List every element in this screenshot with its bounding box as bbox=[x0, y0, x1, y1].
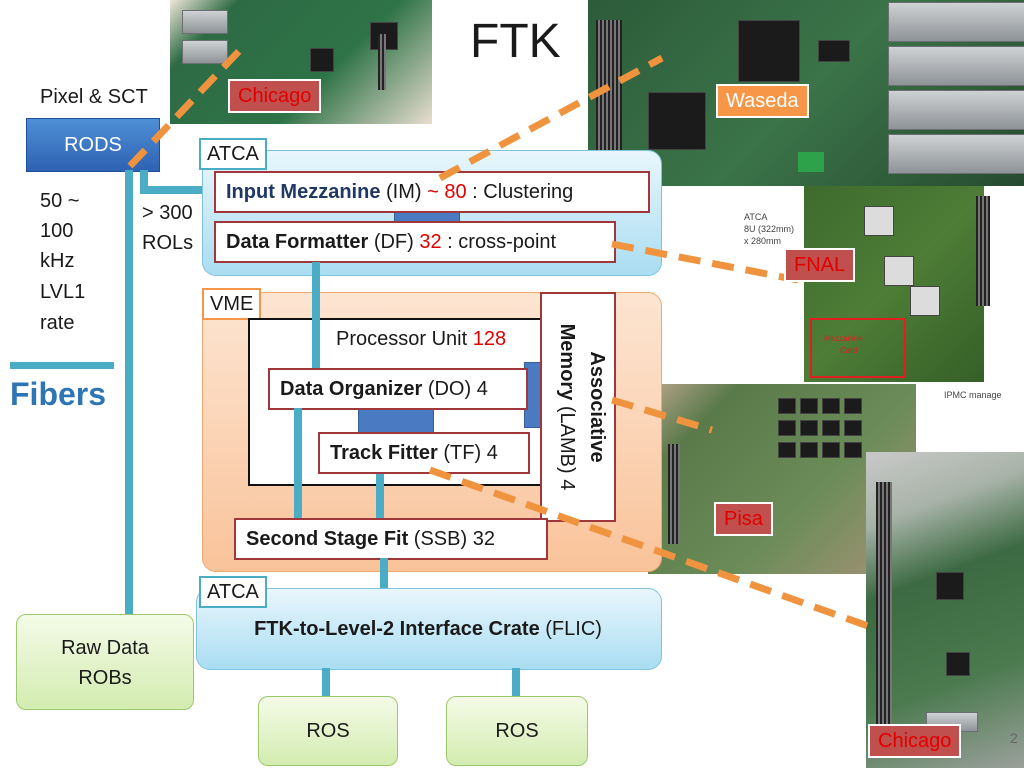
raw-data-line-2: ROBs bbox=[78, 667, 132, 689]
fiber-df-to-do bbox=[312, 262, 320, 368]
page-number: 2 bbox=[1010, 730, 1018, 746]
pixel-sct-label: Pixel & SCT bbox=[40, 86, 148, 108]
flic-name: FTK-to-Level-2 Interface Crate bbox=[254, 618, 540, 640]
leader-am-to-pisa bbox=[610, 396, 714, 434]
ssb-name: Second Stage Fit bbox=[246, 528, 409, 550]
waseda-board-photo bbox=[588, 0, 1024, 186]
ssb-abbr: (SSB) 32 bbox=[408, 528, 495, 550]
chicago-flic-board-photo bbox=[866, 452, 1024, 768]
im-abbr: (IM) bbox=[380, 181, 428, 203]
raw-data-robs-box: Raw Data ROBs bbox=[16, 614, 194, 710]
vme-tag: VME bbox=[202, 288, 262, 320]
fnal-atca-label: ATCA bbox=[744, 212, 768, 222]
tag-fnal: FNAL bbox=[784, 248, 856, 282]
leader-tf-to-chicago bbox=[428, 466, 870, 630]
tf-name: Track Fitter bbox=[330, 442, 438, 464]
atca-bottom-tag: ATCA bbox=[199, 576, 267, 608]
fnal-board-photo: Mezzanine Card ATCA 8U (322mm) x 280mm I… bbox=[714, 186, 1024, 410]
fnal-mezz-label-1: Mezzanine bbox=[824, 334, 863, 343]
im-desc: : Clustering bbox=[466, 181, 574, 203]
ros-right-box: ROS bbox=[446, 696, 588, 766]
fnal-size-label-2: x 280mm bbox=[744, 236, 782, 246]
do-abbr: (DO) 4 bbox=[422, 378, 488, 400]
tag-waseda: Waseda bbox=[716, 84, 809, 118]
data-formatter-box: Data Formatter (DF) 32 : cross-point bbox=[214, 221, 616, 263]
rods-label: RODS bbox=[64, 134, 122, 156]
ros-left-label: ROS bbox=[306, 720, 350, 742]
df-desc: : cross-point bbox=[441, 231, 557, 253]
fiber-tf-to-ssb bbox=[376, 474, 384, 518]
leader-rods-to-chicago bbox=[127, 47, 243, 169]
rate-line-2: 100 bbox=[40, 220, 74, 242]
rols-line-1: > 300 bbox=[142, 202, 193, 224]
fiber-flic-to-ros-right bbox=[512, 668, 520, 696]
im-count: ~ 80 bbox=[427, 181, 467, 203]
im-name: Input Mezzanine bbox=[226, 181, 381, 203]
df-name: Data Formatter bbox=[226, 231, 369, 253]
fibers-legend-line bbox=[10, 362, 114, 369]
fiber-flic-to-ros-left bbox=[322, 668, 330, 696]
flic-crate bbox=[196, 588, 662, 670]
fnal-size-label-1: 8U (322mm) bbox=[744, 224, 795, 234]
associative-memory-box: Associative Memory (LAMB) 4 bbox=[540, 292, 616, 522]
fiber-ssb-to-flic bbox=[380, 558, 388, 590]
input-mezzanine-box: Input Mezzanine (IM) ~ 80 : Clustering bbox=[214, 171, 650, 213]
rols-line-2: ROLs bbox=[142, 232, 194, 254]
leader-df-to-fnal bbox=[611, 240, 799, 284]
fiber-rods-to-im-v bbox=[140, 170, 148, 192]
rate-line-3: kHz bbox=[40, 250, 75, 272]
fiber-rods-to-im-h bbox=[140, 186, 220, 194]
raw-data-line-1: Raw Data bbox=[61, 637, 149, 659]
rods-box: RODS bbox=[26, 118, 160, 172]
flic-abbr: (FLIC) bbox=[539, 618, 602, 640]
fibers-legend-label: Fibers bbox=[10, 376, 107, 412]
fnal-ipmc-label: IPMC manage bbox=[944, 390, 1002, 400]
rate-line-5: rate bbox=[40, 312, 75, 334]
tag-pisa: Pisa bbox=[714, 502, 773, 536]
do-name: Data Organizer bbox=[280, 378, 423, 400]
pu-name: Processor Unit bbox=[336, 328, 473, 350]
rate-line-4: LVL1 bbox=[40, 281, 86, 303]
tag-chicago-top: Chicago bbox=[228, 79, 322, 113]
fnal-mezz-label-2: Card bbox=[840, 346, 858, 355]
tag-chicago-bottom: Chicago bbox=[868, 724, 962, 758]
df-abbr: (DF) bbox=[368, 231, 420, 253]
df-count: 32 bbox=[419, 231, 442, 253]
ros-right-label: ROS bbox=[495, 720, 539, 742]
flic-label: FTK-to-Level-2 Interface Crate (FLIC) bbox=[196, 614, 660, 644]
fiber-do-to-ssb bbox=[294, 408, 302, 518]
leader-im-to-waseda bbox=[438, 54, 664, 182]
tf-abbr: (TF) 4 bbox=[437, 442, 498, 464]
processor-unit-label: Processor Unit 128 bbox=[336, 324, 506, 354]
pu-count: 128 bbox=[472, 328, 507, 350]
atca-top-tag: ATCA bbox=[199, 138, 267, 170]
rate-line-1: 50 ~ bbox=[40, 190, 80, 212]
data-organizer-box: Data Organizer (DO) 4 bbox=[268, 368, 528, 410]
track-fitter-box: Track Fitter (TF) 4 bbox=[318, 432, 530, 474]
fiber-rods-to-robs bbox=[125, 170, 133, 616]
slide-title: FTK bbox=[470, 15, 561, 68]
second-stage-fit-box: Second Stage Fit (SSB) 32 bbox=[234, 518, 548, 560]
ros-left-box: ROS bbox=[258, 696, 398, 766]
